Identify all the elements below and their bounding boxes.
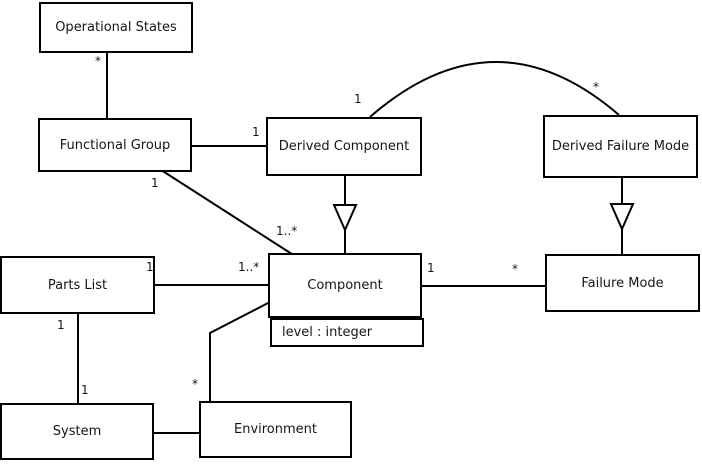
class-name: Parts List [47, 277, 108, 293]
multiplicity-label: 1..* [238, 260, 260, 274]
generalization-triangle-icon [332, 204, 358, 233]
class-name: Environment [233, 422, 317, 437]
class-box-environment[interactable]: Environment [199, 401, 352, 458]
multiplicity-label: 1..* [276, 224, 298, 238]
class-name: Derived Component [278, 139, 410, 154]
class-box-operational-states[interactable]: Operational States [39, 2, 193, 53]
class-attribute: level : integer [282, 325, 373, 340]
class-name: System [52, 424, 102, 439]
edge-derived-component-derived-failure-mode-arc [369, 61, 620, 118]
multiplicity-label: 1 [57, 318, 65, 332]
class-box-functional-group[interactable]: Functional Group [38, 118, 192, 172]
multiplicity-label: * [512, 262, 518, 276]
multiplicity-label: * [192, 377, 198, 391]
class-attribute-compartment-component[interactable]: level : integer [270, 318, 424, 347]
class-box-derived-failure-mode[interactable]: Derived Failure Mode [543, 115, 698, 178]
class-box-component[interactable]: Component [268, 253, 422, 318]
class-name: Derived Failure Mode [551, 139, 690, 154]
class-box-parts-list[interactable]: Parts List [0, 256, 155, 314]
class-box-system[interactable]: System [0, 403, 154, 460]
multiplicity-label: 1 [427, 261, 435, 275]
class-name: Operational States [55, 20, 177, 35]
multiplicity-label: 1 [354, 92, 362, 106]
generalization-triangle-icon [609, 203, 635, 232]
multiplicity-label: 1 [81, 383, 89, 397]
multiplicity-label: 1 [146, 260, 154, 274]
class-name: Functional Group [59, 137, 171, 153]
multiplicity-label: 1 [151, 176, 159, 190]
class-name: Failure Mode [581, 275, 664, 291]
multiplicity-label: 1 [252, 125, 260, 139]
edge-functional-group-component [157, 167, 296, 257]
multiplicity-label: * [593, 80, 599, 94]
class-box-derived-component[interactable]: Derived Component [266, 117, 422, 176]
class-box-failure-mode[interactable]: Failure Mode [545, 254, 700, 312]
class-name: Component [307, 278, 383, 293]
multiplicity-label: * [95, 54, 101, 68]
edge-environment-component [209, 301, 271, 405]
